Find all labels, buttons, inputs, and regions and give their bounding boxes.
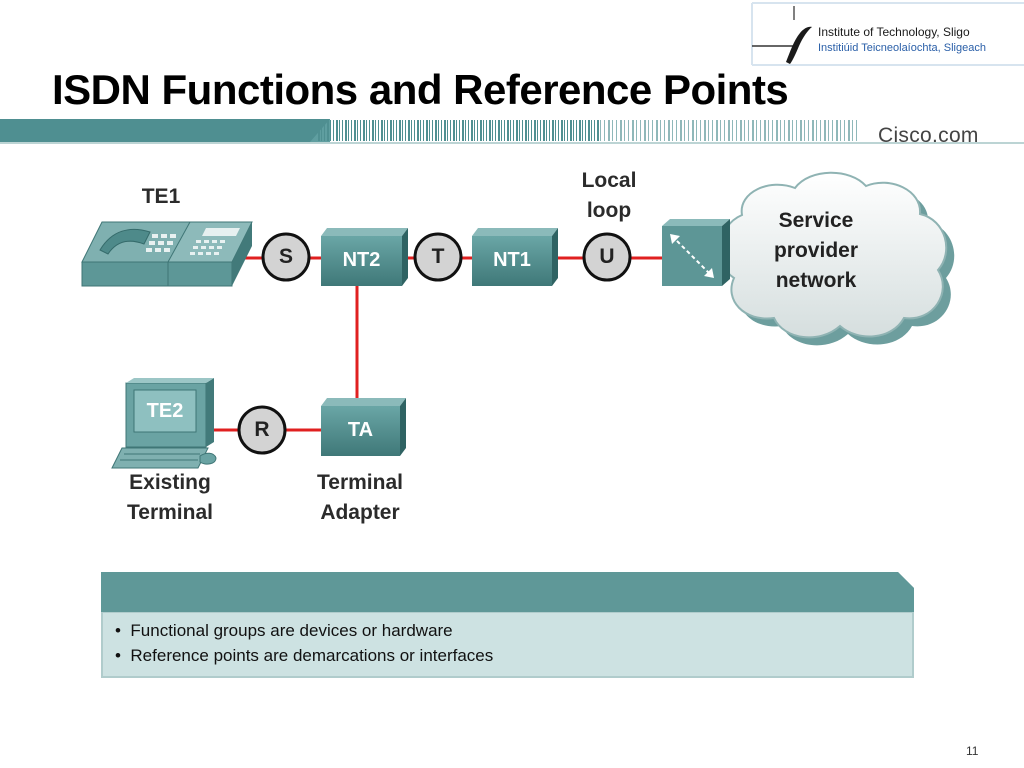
info-panel-frame — [101, 572, 914, 678]
nt1-label: NT1 — [493, 249, 531, 271]
isdn-phone-icon — [81, 221, 253, 287]
institute-logo-icon — [786, 26, 812, 64]
slide-number: 11 — [966, 744, 979, 758]
cisco-brand: Cisco.com — [878, 124, 979, 147]
nt1-box — [472, 228, 558, 286]
te2-label: TE2 — [146, 400, 184, 422]
info-panel: • Functional groups are devices or hardw… — [103, 612, 913, 678]
info-bullet-1: • Functional groups are devices or hardw… — [115, 621, 453, 640]
ref-point-u: U — [599, 245, 615, 268]
page-title: ISDN Functions and Reference Points — [52, 66, 789, 113]
ref-point-t: T — [431, 245, 445, 268]
link-lines — [205, 256, 670, 432]
cloud-label: Service provider network — [773, 209, 859, 292]
terminal-adapter-label: Terminal Adapter — [317, 471, 403, 524]
ref-point-s: S — [278, 245, 293, 268]
nt2-label: NT2 — [342, 249, 381, 271]
ta-label: TA — [347, 419, 374, 441]
isdn-diagram — [81, 171, 955, 469]
ref-point-r: R — [254, 418, 270, 441]
info-bullet-2: • Reference points are demarcations or i… — [115, 646, 494, 665]
header-graphics — [0, 2, 1024, 144]
nt2-box — [321, 228, 408, 286]
computer-terminal-icon — [111, 378, 217, 469]
te1-label: TE1 — [141, 185, 181, 208]
existing-terminal-label: Existing Terminal — [127, 471, 213, 524]
ta-box — [321, 398, 406, 456]
ref-circles — [237, 232, 632, 455]
institute-name-en: Institute of Technology, Sligo — [818, 25, 970, 39]
local-loop-label: Local loop — [581, 169, 637, 222]
isdn-switch-icon — [662, 219, 730, 286]
service-provider-cloud-icon — [718, 171, 955, 346]
institute-name-ga: Institiúid Teicneolaíochta, Sligeach — [818, 42, 986, 54]
